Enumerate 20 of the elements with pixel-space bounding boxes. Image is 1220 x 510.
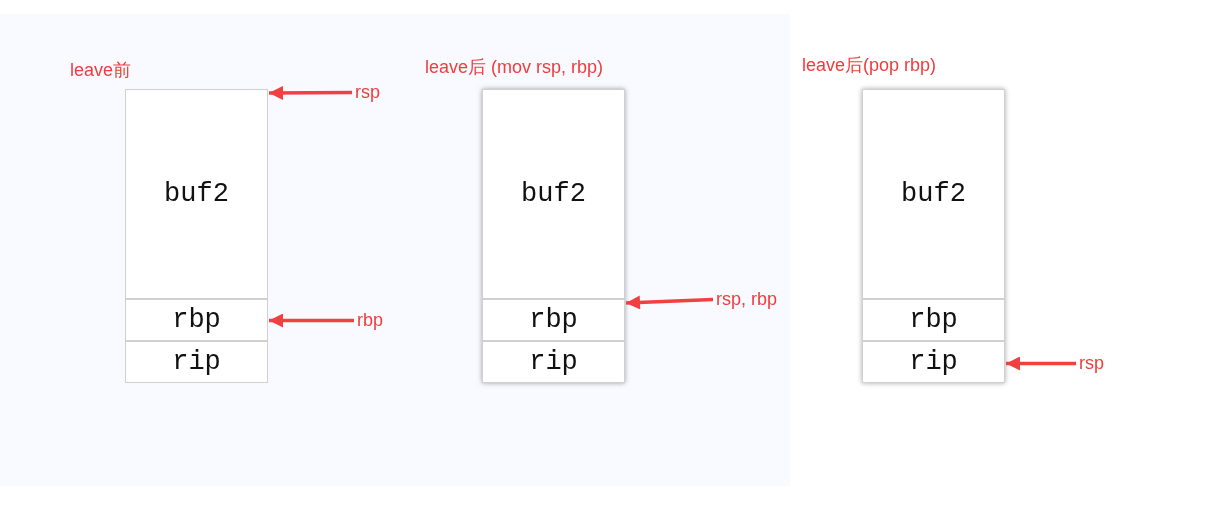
- stack-slot: rbp: [482, 299, 625, 341]
- stack-slot: rip: [862, 341, 1005, 383]
- arrow: [1006, 356, 1076, 371]
- stack-slot: rip: [482, 341, 625, 383]
- register-label: rsp, rbp: [716, 289, 778, 310]
- arrow: [269, 313, 354, 328]
- arrow: [269, 85, 352, 100]
- stack-slot: buf2: [125, 89, 268, 299]
- register-label: rsp: [1079, 353, 1104, 374]
- arrow: [625, 295, 714, 310]
- stack-heading: leave后(pop rbp): [802, 54, 937, 77]
- stack-slot: rbp: [862, 299, 1005, 341]
- stack-heading: leave后 (mov rsp, rbp): [425, 56, 604, 79]
- stack-heading: leave前: [70, 59, 132, 82]
- stack-slot: buf2: [862, 89, 1005, 299]
- register-label: rsp: [355, 82, 380, 103]
- stack-slot: rbp: [125, 299, 268, 341]
- stack-slot: buf2: [482, 89, 625, 299]
- stack-slot: rip: [125, 341, 268, 383]
- register-label: rbp: [357, 310, 383, 331]
